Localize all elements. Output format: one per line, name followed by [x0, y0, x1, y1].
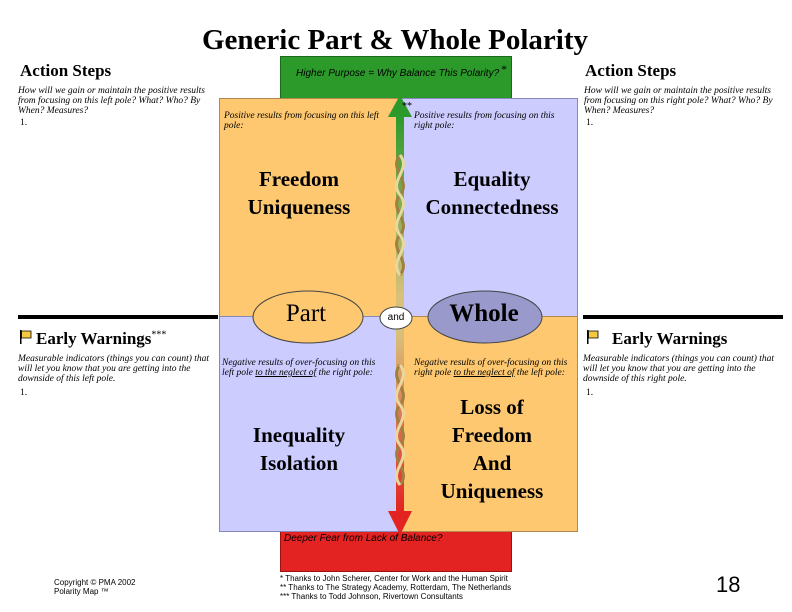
- lower-right-prompt-b: to the neglect of: [453, 368, 515, 378]
- quadrant-lower-right: [400, 316, 578, 532]
- upper-right-value-2: Connectedness: [425, 195, 559, 219]
- thanks-line-1: * Thanks to John Scherer, Center for Wor…: [280, 574, 508, 583]
- lower-right-prompt: Negative results of over-focusing on thi…: [414, 358, 569, 378]
- quadrant-upper-right: [400, 98, 578, 318]
- left-pole-ellipse: [252, 290, 364, 344]
- copyright-line-2: Polarity Map ™: [54, 587, 109, 596]
- left-action-steps-item: 1.: [20, 118, 28, 128]
- connector-ellipse: [379, 306, 413, 330]
- page-title: Generic Part & Whole Polarity: [201, 24, 589, 56]
- lower-right-prompt-c: the left pole:: [514, 368, 565, 378]
- left-divider-rule: [18, 315, 218, 319]
- left-flag-icon: [20, 330, 32, 344]
- higher-purpose-star: *: [501, 62, 507, 76]
- left-action-steps-question: How will we gain or maintain the positiv…: [18, 86, 206, 116]
- upper-right-prompt: Positive results from focusing on this r…: [414, 111, 555, 131]
- lower-left-prompt-b: to the neglect of: [255, 368, 317, 378]
- right-action-steps-item: 1.: [586, 118, 594, 128]
- left-early-warnings-description: Measurable indicators (things you can co…: [18, 354, 210, 384]
- copyright-line-1: Copyright © PMA 2002: [54, 578, 136, 587]
- right-early-warnings-item: 1.: [586, 388, 594, 398]
- left-early-warnings-item: 1.: [20, 388, 28, 398]
- lower-right-prompt-a: Negative results of over-focusing on thi…: [414, 358, 568, 378]
- right-early-warnings-heading: Early Warnings: [612, 329, 728, 348]
- upper-right-value-1: Equality: [453, 167, 531, 191]
- left-early-warnings-heading: Early Warnings***: [36, 329, 166, 349]
- lower-left-value-1: Inequality: [252, 423, 346, 447]
- lower-right-value-1: Loss of: [460, 395, 524, 419]
- higher-purpose-label: Higher Purpose = Why Balance This Polari…: [296, 68, 499, 79]
- lower-left-prompt-c: the right pole:: [316, 368, 373, 378]
- lower-left-prompt-a: Negative results of over-focusing on thi…: [222, 358, 376, 378]
- thanks-line-3: *** Thanks to Todd Johnson, Rivertown Co…: [280, 592, 463, 601]
- right-early-warnings-description: Measurable indicators (things you can co…: [583, 354, 775, 384]
- right-action-steps-question: How will we gain or maintain the positiv…: [584, 86, 773, 116]
- right-divider-rule: [583, 315, 783, 319]
- thanks-line-2: ** Thanks to The Strategy Academy, Rotte…: [280, 583, 512, 592]
- deeper-fear-label: Deeper Fear from Lack of Balance?: [284, 533, 443, 544]
- left-early-warnings-stars: ***: [151, 329, 167, 341]
- lower-right-value-3: And: [472, 451, 512, 475]
- left-pole-label: Part: [285, 300, 327, 327]
- double-star: **: [402, 101, 412, 112]
- right-pole-label: Whole: [449, 300, 519, 327]
- thanks-block: * Thanks to John Scherer, Center for Wor…: [280, 574, 530, 601]
- lower-left-value-2: Isolation: [259, 451, 339, 475]
- upper-left-value-2: Uniqueness: [247, 195, 351, 219]
- upper-left-value-1: Freedom: [258, 167, 340, 191]
- lower-right-value-4: Uniqueness: [440, 479, 544, 503]
- lower-right-value-2: Freedom: [451, 423, 533, 447]
- right-flag-icon: [587, 330, 599, 344]
- lower-left-prompt: Negative results of over-focusing on thi…: [222, 358, 382, 378]
- left-action-steps-heading: Action Steps: [20, 61, 112, 80]
- quadrant-lower-left: [219, 316, 402, 532]
- deeper-fear-band: [280, 530, 512, 572]
- higher-purpose-text: Higher Purpose = Why Balance This Polari…: [296, 68, 500, 79]
- upper-left-prompt: Positive results from focusing on this l…: [224, 111, 379, 131]
- copyright-block: Copyright © PMA 2002 Polarity Map ™: [54, 578, 136, 596]
- right-pole-ellipse: [427, 290, 543, 344]
- left-early-warnings-label: Early Warnings: [36, 329, 152, 348]
- page-number: 18: [716, 572, 741, 597]
- right-action-steps-heading: Action Steps: [585, 61, 677, 80]
- higher-purpose-band: [280, 56, 512, 100]
- connector-label: and: [387, 312, 405, 323]
